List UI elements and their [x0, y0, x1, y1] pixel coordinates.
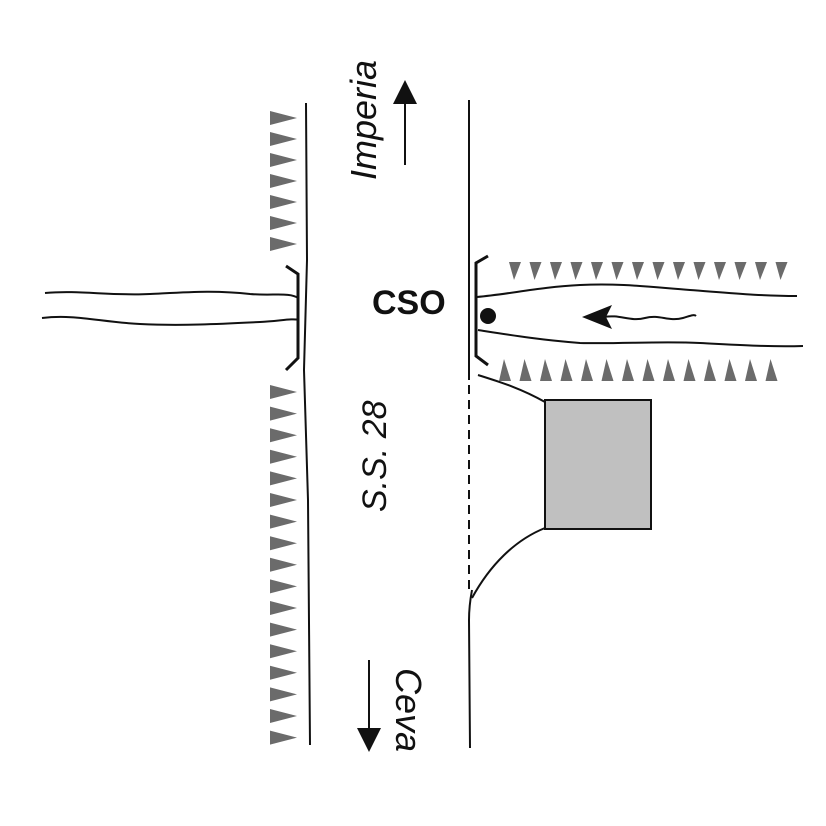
embankment-tick: [519, 359, 532, 381]
south-arrowhead-icon: [357, 728, 381, 752]
access-path: [471, 374, 546, 599]
embankment-hatch-west-upper: [270, 111, 297, 251]
stream-east-north-bank: [476, 283, 798, 298]
embankment-tick: [270, 579, 297, 594]
embankment-tick: [270, 153, 297, 167]
embankment-tick: [509, 262, 521, 280]
access-path-south: [471, 527, 546, 599]
parapet-west: [284, 264, 300, 372]
parapet-east: [474, 254, 489, 367]
embankment-tick: [745, 359, 757, 381]
embankment-tick: [270, 216, 297, 230]
embankment-tick: [663, 359, 675, 381]
flow-arrowhead-icon: [582, 305, 612, 329]
embankment-tick: [270, 428, 297, 443]
embankment-tick: [755, 262, 767, 280]
embankment-tick: [775, 262, 788, 280]
embankment-hatch-west-lower: [270, 385, 297, 745]
embankment-tick: [270, 514, 297, 529]
embankment-tick: [734, 262, 747, 280]
embankment-tick: [270, 665, 297, 680]
embankment-tick: [673, 262, 685, 280]
flow-direction-arrow: [582, 305, 697, 329]
embankment-tick: [270, 687, 297, 702]
embankment-tick: [270, 644, 297, 659]
embankment-tick: [270, 493, 297, 507]
cso-label: CSO: [372, 284, 446, 322]
direction-south-label: Ceva: [388, 668, 429, 752]
embankment-tick: [714, 262, 726, 280]
embankment-tick: [642, 359, 655, 381]
embankment-tick: [270, 406, 297, 421]
culvert-parapets: [284, 254, 489, 372]
embankment-tick: [550, 262, 562, 280]
embankment-tick: [270, 237, 297, 251]
embankment-tick: [652, 262, 665, 280]
embankment-tick: [765, 359, 778, 381]
embankment-tick: [270, 730, 297, 745]
embankment-tick: [270, 471, 297, 486]
direction-north-label: Imperia: [343, 60, 384, 180]
road-ss28: [302, 100, 473, 749]
embankment-tick: [270, 385, 297, 399]
embankment-tick: [270, 709, 297, 723]
embankment-tick: [601, 359, 614, 381]
embankment-tick: [704, 359, 716, 381]
direction-south-indicator: Ceva: [357, 660, 429, 752]
embankment-tick: [270, 132, 297, 146]
embankment-tick: [724, 359, 737, 381]
embankment-tick: [611, 262, 624, 280]
embankment-tick: [581, 359, 593, 381]
cso-point-marker: [480, 308, 496, 324]
road-name-label: S.S. 28: [356, 400, 394, 512]
embankment-tick: [270, 449, 297, 464]
stream-west: [41, 290, 300, 326]
embankment-tick: [270, 195, 297, 209]
embankment-tick: [570, 262, 583, 280]
road-west-edge: [302, 102, 311, 746]
embankment-hatch-east-lower: [499, 359, 778, 381]
embankment-tick: [270, 174, 297, 188]
north-arrowhead-icon: [393, 80, 417, 104]
embankment-tick: [270, 111, 297, 125]
embankment-tick: [529, 262, 542, 280]
access-path-north: [477, 374, 546, 403]
embankment-hatch-east-upper: [509, 262, 788, 280]
building: [544, 399, 652, 530]
embankment-tick: [499, 359, 511, 381]
embankment-tick: [622, 359, 634, 381]
embankment-tick: [540, 359, 552, 381]
embankment-tick: [270, 601, 297, 615]
embankment-tick: [591, 262, 603, 280]
stream-east-south-bank: [477, 329, 804, 348]
embankment-tick: [270, 622, 297, 637]
embankment-tick: [693, 262, 706, 280]
road-east-edge-south: [467, 589, 473, 749]
stream-west-south-bank: [41, 315, 300, 326]
stream-east: [476, 283, 804, 348]
direction-north-indicator: Imperia: [343, 60, 417, 180]
embankment-tick: [270, 536, 297, 551]
embankment-tick: [270, 557, 297, 572]
embankment-tick: [560, 359, 573, 381]
stream-west-north-bank: [44, 290, 299, 299]
flow-arrow-tail: [603, 314, 697, 321]
embankment-tick: [632, 262, 644, 280]
embankment-tick: [683, 359, 696, 381]
